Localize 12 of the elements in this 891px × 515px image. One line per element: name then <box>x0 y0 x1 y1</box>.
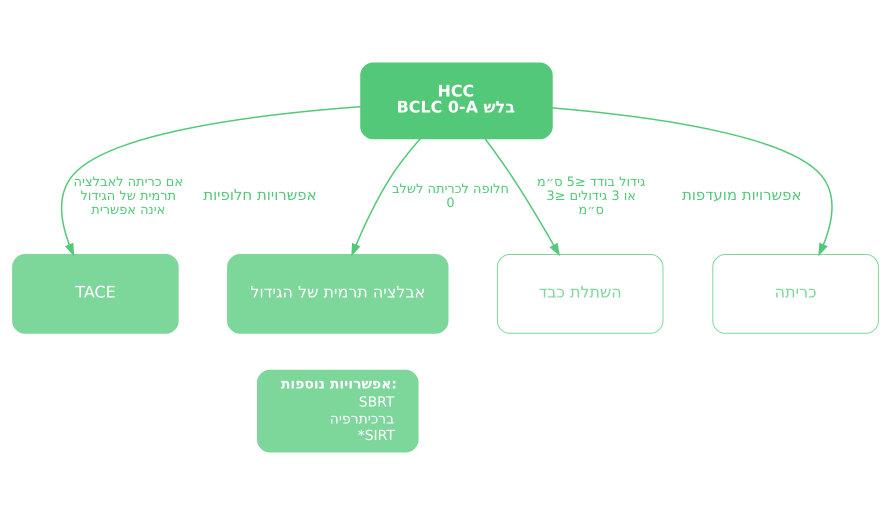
node-box: אבלציה תרמית של הגידול <box>227 254 448 334</box>
node-box: כריתה <box>712 254 879 334</box>
node-box: TACE <box>12 254 179 334</box>
arrow <box>61 106 360 256</box>
arrow <box>484 138 560 256</box>
label: אפשרויות מועדפות <box>682 186 802 204</box>
label: אפשרויות חלופיות <box>203 186 317 204</box>
node-box: השתלת כבד <box>496 254 664 334</box>
edge-label: גידול בודד ≤5 ס״מ או 3 גידולים ≤3 ס״מ <box>536 175 646 218</box>
arrow <box>552 107 833 256</box>
edge-label: אם כריתה לאבלציה תרמית של הגידול אינה אפשרית <box>74 175 184 218</box>
arrow <box>351 138 421 257</box>
